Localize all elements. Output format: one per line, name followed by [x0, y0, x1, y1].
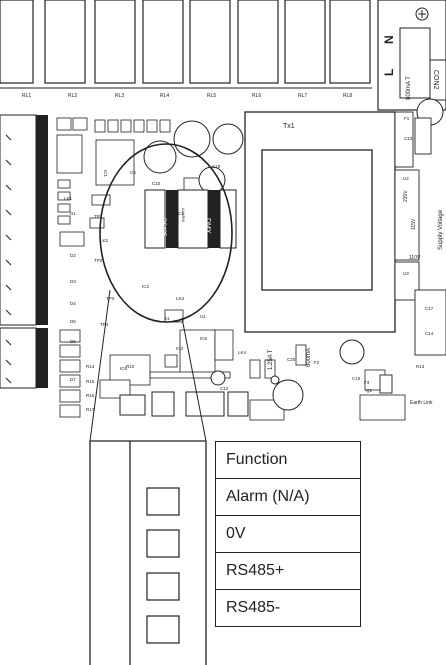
component-label: TP4 [100, 322, 109, 327]
leader-line [181, 317, 207, 442]
component-label: C13 [404, 136, 413, 141]
component-label: D4 [70, 301, 76, 306]
table-row: 0V [215, 515, 361, 553]
pin-0v [146, 529, 180, 558]
component-label: C8 [130, 170, 136, 175]
transformer: Tx1 [244, 111, 396, 333]
relay-label: RL6 [252, 93, 261, 99]
component-label: C20 [287, 357, 296, 362]
component-labels: IC1 IC2 IC3 IC5 IC6 D1 D2 D3 D4 D5 D6 D7… [64, 116, 434, 412]
left-connector-top: OUTPUTS [0, 114, 48, 326]
component-label: LK2 [100, 238, 109, 243]
terminal-n-label: N [382, 35, 396, 44]
fuse-125a-label: 1.25A T [268, 349, 274, 370]
component-label: X1 [164, 316, 170, 321]
component-label: IC6 [120, 366, 128, 371]
relay-label: RL7 [298, 93, 307, 99]
component-label: C15 [352, 376, 361, 381]
table-header: Function [215, 441, 361, 479]
table-cell: Alarm (N/A) [215, 478, 361, 516]
component-label: R16 [86, 393, 95, 398]
con2-label: CON2 [432, 70, 439, 90]
component-label: U3 [403, 271, 409, 276]
supply-voltage-label: Supply Voltage [438, 209, 444, 250]
table-cell: RS485+ [215, 552, 361, 590]
component-label: C17 [425, 306, 434, 311]
component-label: D2 [70, 253, 76, 258]
relay-label: RL8 [343, 93, 352, 99]
component-label: TP2 [94, 258, 103, 263]
component-label: C10 [152, 181, 161, 186]
alarm-small-label: ALARM [181, 208, 186, 222]
component-label: F2 [314, 360, 320, 365]
relay-label: RL3 [115, 93, 124, 99]
component-label: TP3 [106, 296, 115, 301]
right-side-parts [379, 111, 446, 394]
component-label: F1 [404, 116, 410, 121]
component-label: D3 [70, 279, 76, 284]
zoomed-connector [89, 440, 207, 665]
component-label: LK4 [238, 350, 247, 355]
component-label: F3 [364, 380, 370, 385]
fuse-800ma-t-label: 800mA T [406, 76, 412, 100]
component-label: LK3 [176, 296, 185, 301]
inputs-label: INPUTS [24, 352, 30, 374]
component-label: D6 [70, 339, 76, 344]
component-label: IC2 [142, 284, 150, 289]
component-label: Q1 [366, 388, 373, 393]
component-label: R17 [86, 407, 95, 412]
component-label: C19 [212, 164, 221, 169]
component-label: R10 [126, 364, 135, 369]
table-row: Alarm (N/A) [215, 478, 361, 516]
pin-rs485-minus [146, 615, 180, 644]
bottom-connectors [119, 391, 249, 417]
component-label: IC5 [200, 336, 208, 341]
table-row: RS485+ [215, 552, 361, 590]
component-label: U2 [403, 176, 409, 181]
outputs-label: OUTPUTS [12, 200, 18, 229]
component-label: C14 [425, 331, 434, 336]
component-label: IC1 [103, 170, 108, 178]
mains-terminal: N L CON2 [377, 0, 446, 111]
voltage-110-label: 110V [409, 255, 421, 261]
component-label: TP1 [94, 214, 103, 219]
pin-alarm [146, 487, 180, 516]
component-label: U1 [200, 314, 206, 319]
function-table: Function Alarm (N/A) 0V RS485+ RS485- [215, 441, 361, 627]
rs485-label: RS485 [160, 218, 166, 237]
relay-label: RL2 [68, 93, 77, 99]
relay-label: RL5 [207, 93, 216, 99]
table-row: RS485- [215, 589, 361, 627]
fuse-800ma-label: 800mA [306, 348, 312, 367]
rs485-dmx-connector: RS485 DMX ALARM [144, 189, 237, 249]
component-label: LK1 [64, 196, 73, 201]
component-label: R13 [416, 364, 425, 369]
transformer-label: Tx1 [283, 123, 295, 130]
component-label: D1 [70, 211, 76, 216]
earth-link-label: Earth Link [410, 400, 433, 406]
relay-label: RL4 [160, 93, 169, 99]
pin-rs485-plus [146, 572, 180, 601]
leader-line [89, 289, 111, 442]
table-header-row: Function [215, 441, 361, 479]
component-label: R15 [86, 379, 95, 384]
component-label: D5 [70, 319, 76, 324]
component-label: IC3 [176, 346, 184, 351]
component-label: C12 [220, 386, 229, 391]
table-cell: RS485- [215, 589, 361, 627]
component-label: D7 [70, 377, 76, 382]
left-connector-bottom: INPUTS [0, 327, 48, 389]
relay-label: RL1 [22, 93, 31, 99]
table-cell: 0V [215, 515, 361, 553]
dmx-label: DMX [204, 218, 211, 234]
relay-row: RL1 RL2 RL3 RL4 RL5 RL6 RL7 RL8 [0, 0, 372, 99]
terminal-l-label: L [382, 69, 396, 76]
magnify-circle [99, 143, 233, 323]
components [56, 117, 406, 421]
voltage-115-label: 115V [411, 218, 417, 230]
component-label: R14 [86, 364, 95, 369]
voltage-230-label: 230V [403, 190, 409, 202]
component-label: C3 [178, 211, 184, 216]
